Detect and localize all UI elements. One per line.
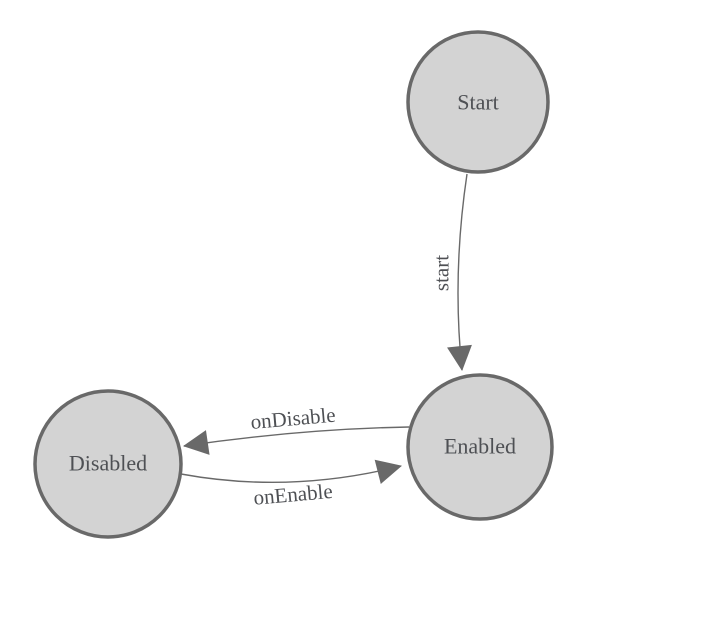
- transition-start-to-enabled[interactable]: start: [429, 173, 472, 371]
- state-node-start[interactable]: Start: [406, 30, 550, 174]
- edge-label-start: start: [429, 255, 453, 291]
- edge-label-onenable: onEnable: [252, 479, 333, 510]
- transition-enabled-to-disabled[interactable]: onDisable: [183, 403, 410, 455]
- state-circle-start[interactable]: [406, 30, 550, 174]
- state-label-enabled: Enabled: [444, 434, 516, 459]
- state-node-enabled[interactable]: Enabled: [406, 373, 554, 521]
- transition-disabled-to-enabled[interactable]: onEnable: [180, 459, 402, 510]
- edge-path-start[interactable]: [447, 173, 472, 371]
- state-node-disabled[interactable]: Disabled: [33, 389, 183, 539]
- edge-path-onenable[interactable]: [180, 459, 402, 484]
- state-label-start: Start: [457, 90, 499, 115]
- state-label-disabled: Disabled: [69, 451, 147, 476]
- state-circle-disabled[interactable]: [33, 389, 183, 539]
- state-circle-enabled[interactable]: [406, 373, 554, 521]
- edge-path-ondisable[interactable]: [183, 426, 410, 455]
- edge-label-ondisable: onDisable: [250, 403, 337, 434]
